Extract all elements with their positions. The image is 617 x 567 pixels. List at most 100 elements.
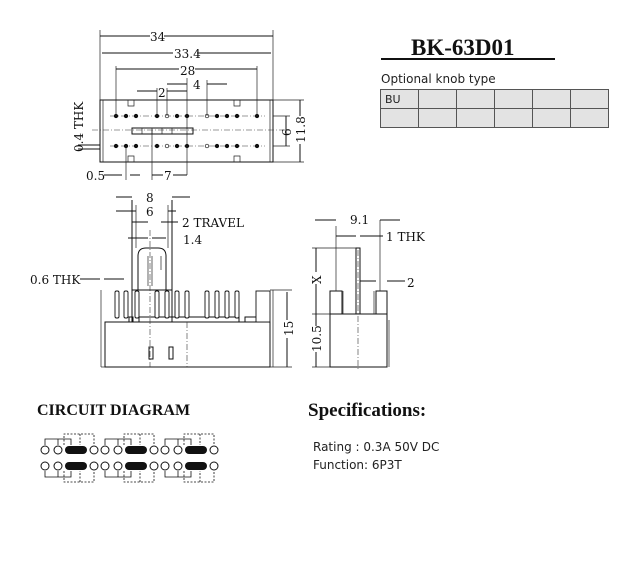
table-row: BU [380, 89, 609, 109]
dim-6-front: 6 [146, 205, 154, 219]
table-cell [570, 108, 609, 128]
spec-function: Function: 6P3T [313, 458, 402, 472]
table-cell [456, 89, 495, 109]
specifications-title: Specifications: [308, 400, 427, 421]
table-cell [456, 108, 495, 128]
slider-contact [65, 446, 87, 454]
dashed-connection [123, 433, 155, 483]
contact-terminal [209, 461, 219, 471]
spec-rating: Rating : 0.3A 50V DC [313, 440, 440, 454]
dim-11-8: 11.8 [294, 116, 308, 143]
switch-pole-group [160, 433, 219, 483]
table-row [380, 108, 609, 128]
connection-line [164, 438, 192, 478]
dashed-connection [63, 433, 95, 483]
pin-hole [214, 143, 220, 149]
contact-terminal [173, 461, 183, 471]
pin-holes [113, 113, 260, 149]
dim-28: 28 [180, 64, 195, 78]
contact-terminal [100, 461, 110, 471]
pin-hole [174, 113, 180, 119]
contact-terminal [53, 461, 63, 471]
dim-10-5: 10.5 [310, 325, 324, 352]
dim-9-1: 9.1 [350, 213, 369, 227]
contact-terminal [40, 461, 50, 471]
connection-line [104, 438, 132, 478]
dim-2-side: 2 [407, 276, 415, 290]
slider-contact [185, 446, 207, 454]
side-view: 9.1 1 THK 2 X 10.5 [310, 213, 426, 370]
table-cell [570, 89, 609, 109]
dim-2-travel: 2 TRAVEL [182, 216, 244, 230]
terminal-pin [154, 290, 160, 319]
terminal-pin [224, 290, 230, 319]
dashed-connection [183, 433, 215, 483]
slider-knob [131, 127, 194, 135]
contact-terminal [53, 445, 63, 455]
dim-15: 15 [282, 321, 296, 336]
pin-hole [254, 143, 260, 149]
contact-terminal [173, 445, 183, 455]
dim-4: 4 [193, 78, 201, 92]
circuit-diagram-title: CIRCUIT DIAGRAM [37, 402, 191, 419]
top-body-outline [99, 99, 274, 163]
pin-hole [123, 113, 129, 119]
contact-terminal [89, 461, 99, 471]
circuit-diagram [40, 433, 219, 483]
contact-terminal [40, 445, 50, 455]
contact-terminal [209, 445, 219, 455]
dim-x: X [310, 275, 324, 284]
pin-hole [234, 113, 240, 119]
table-cell [494, 89, 533, 109]
switch-pole-group [100, 433, 159, 483]
pin-hole [113, 143, 119, 149]
terminal-pin [204, 290, 210, 319]
contact-terminal [113, 461, 123, 471]
connection-line [44, 438, 72, 478]
model-number: BK-63D01 [411, 35, 515, 60]
top-view: 34 33.4 28 4 2 0.4 THK 6 11.8 0.5 7 [72, 28, 308, 183]
pin-hole [224, 143, 230, 149]
end-tab [255, 290, 271, 323]
contact-terminal [149, 461, 159, 471]
table-cell [532, 108, 571, 128]
dim-0-5: 0.5 [86, 169, 105, 183]
knob-type-label: Optional knob type [381, 72, 496, 86]
pin-hole [224, 113, 230, 119]
dim-0-4-thk: 0.4 THK [72, 101, 86, 152]
terminal-pin [114, 290, 120, 319]
pin-hole [133, 113, 139, 119]
knob-type-table: BU [380, 89, 609, 128]
terminal-pin [134, 290, 140, 319]
dim-33-4: 33.4 [174, 47, 201, 61]
pin-hole [174, 143, 180, 149]
terminal-pins [114, 290, 271, 323]
slider-contact [125, 446, 147, 454]
slider-contact [185, 462, 207, 470]
dim-2: 2 [158, 86, 166, 100]
terminal-pin [214, 290, 220, 319]
contact-terminal [89, 445, 99, 455]
dim-6: 6 [280, 128, 294, 136]
contact-terminal [149, 445, 159, 455]
contact-terminal [113, 445, 123, 455]
slider-contact [65, 462, 87, 470]
pin-hole [214, 113, 220, 119]
dim-1-thk: 1 THK [386, 230, 426, 244]
pin-hole [234, 143, 240, 149]
pin-hole [154, 143, 160, 149]
dim-0-6-thk: 0.6 THK [30, 273, 81, 287]
table-cell [380, 108, 419, 128]
contact-terminal [160, 445, 170, 455]
pin-hole [133, 143, 139, 149]
table-cell [418, 108, 457, 128]
front-view: 8 6 2 TRAVEL 1.4 0.6 THK 15 [30, 191, 296, 368]
terminal-pin [123, 290, 129, 319]
table-cell [532, 89, 571, 109]
contact-terminal [160, 461, 170, 471]
dim-7: 7 [164, 169, 172, 183]
terminal-pin [164, 290, 170, 319]
dim-1-4: 1.4 [183, 233, 202, 247]
